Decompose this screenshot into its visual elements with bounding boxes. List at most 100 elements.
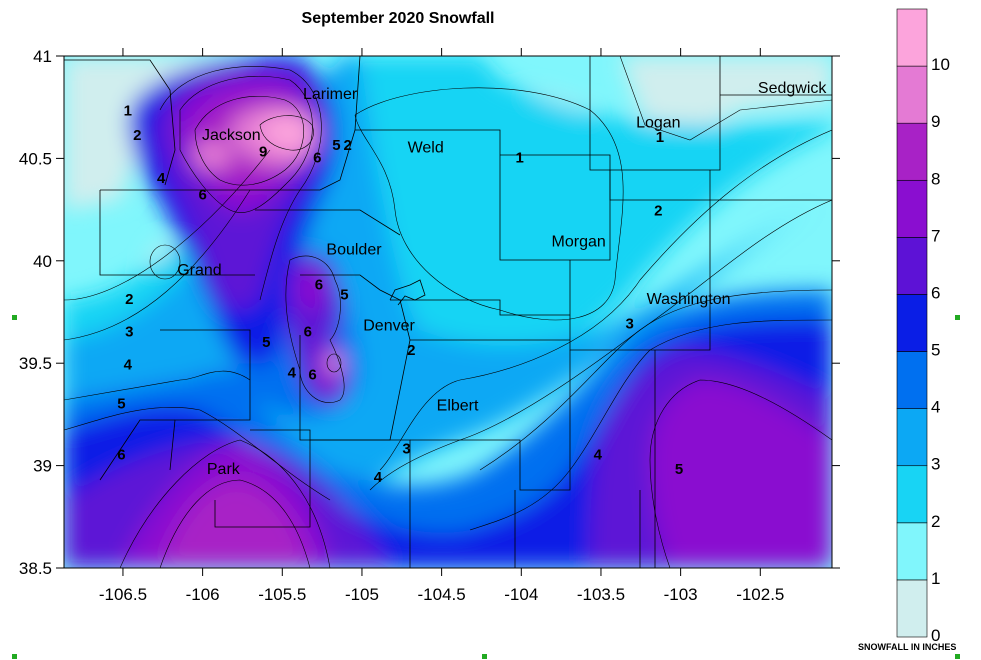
handle-marker: [955, 315, 960, 320]
contour-line: [64, 189, 251, 341]
level-9-region: [192, 140, 232, 170]
contour-label: 5: [117, 395, 125, 412]
legend-tick-label: 0: [931, 626, 940, 645]
county-label: Jackson: [202, 127, 261, 144]
county-line: [589, 56, 721, 171]
handle-marker: [12, 654, 17, 659]
county-label: Weld: [408, 139, 444, 156]
legend-tick-label: 1: [931, 569, 940, 588]
contour-label: 3: [125, 324, 133, 341]
y-axis: 38.5 39 39.5 40 40.5 4 1: [19, 47, 840, 578]
county-boundaries: [64, 56, 832, 568]
handle-marker: [955, 654, 960, 659]
y-tick-label: 38.5: [19, 559, 52, 578]
map-title: September 2020 Snowfall: [302, 10, 495, 27]
contour-label: 1: [656, 129, 664, 146]
county-line: [569, 170, 711, 351]
county-line: [255, 209, 401, 236]
contour-lines: [64, 56, 832, 568]
county-label: Boulder: [326, 242, 382, 259]
contour-line: [119, 439, 331, 568]
county-label: Park: [207, 461, 241, 478]
contour-label: 2: [343, 137, 351, 154]
contour-line: [64, 407, 331, 501]
contour-label: 2: [133, 127, 141, 144]
level-10-region: [327, 354, 341, 372]
contour-label: 2: [407, 342, 415, 359]
legend-swatch: [896, 294, 928, 352]
x-tick-label: -103.5: [577, 585, 625, 604]
contour-line: [379, 129, 832, 471]
legend-swatch: [896, 351, 928, 409]
legend-swatch: [896, 122, 928, 181]
contour-line: [285, 255, 345, 403]
contour-label: 2: [654, 203, 662, 220]
legend-swatch: [896, 522, 928, 581]
contour-label: 4: [594, 446, 603, 463]
county-line: [64, 59, 176, 186]
y-tick-label: 40: [33, 252, 52, 271]
county-label: Larimer: [303, 86, 358, 103]
handle-marker: [12, 315, 17, 320]
level-7-region: [650, 380, 832, 568]
contour-label: 5: [262, 334, 270, 351]
y-tick-label: 39.5: [19, 354, 52, 373]
contour-line: [159, 66, 322, 301]
county-label: Denver: [363, 317, 415, 334]
contour-line: [64, 149, 271, 301]
contour-line: [479, 289, 832, 471]
contour-line: [194, 95, 305, 186]
county-line: [310, 439, 411, 568]
legend-tick-label: 7: [931, 226, 940, 245]
legend-tick-label: 8: [931, 169, 940, 188]
county-line: [100, 56, 361, 191]
contour-label: 4: [157, 170, 166, 187]
legend-swatch: [896, 408, 928, 467]
contour-label: 6: [198, 186, 206, 203]
level-0-region: [64, 56, 250, 210]
contour-label: 3: [625, 315, 633, 332]
level-3-region: [64, 56, 832, 510]
y-tick-label: 39: [33, 457, 52, 476]
contour-label: 6: [117, 446, 125, 463]
y-tick-label: 40.5: [19, 149, 52, 168]
contour-label: 6: [315, 276, 323, 293]
county-label: Sedgwick: [758, 80, 827, 97]
x-tick-label: -105: [345, 585, 379, 604]
contour-line: [326, 353, 342, 373]
county-line: [389, 279, 426, 306]
contour-label: 4: [124, 356, 133, 373]
x-axis: -106.5-106-105.5-105-104.5-104-103.5-103…: [99, 48, 784, 604]
county-line: [160, 329, 251, 471]
county-labels: JacksonLarimerWeldLoganSedgwickMorganGra…: [177, 80, 827, 478]
level-10-region: [260, 115, 314, 151]
contour-label: 4: [288, 365, 297, 382]
county-label: Elbert: [437, 397, 479, 414]
legend-swatch: [896, 65, 928, 124]
contour-line: [369, 199, 832, 491]
legend-tick-label: 9: [931, 112, 940, 131]
contour-line: [649, 379, 832, 568]
contour-line: [159, 479, 311, 568]
county-label: Washington: [647, 291, 731, 308]
x-tick-label: -104: [504, 585, 538, 604]
county-line: [300, 274, 411, 341]
legend-tick-label: 10: [931, 55, 950, 74]
legend-swatch: [896, 465, 928, 524]
contour-label: 2: [125, 291, 133, 308]
x-tick-label: -102.5: [736, 585, 784, 604]
contour-label: 3: [402, 440, 410, 457]
plot-frame: [63, 55, 833, 569]
legend-swatch: [896, 179, 928, 238]
contour-line: [469, 319, 832, 531]
x-tick-label: -106: [186, 585, 220, 604]
level-8-region: [160, 480, 310, 568]
handle-marker: [482, 654, 487, 659]
legend-tick-label: 4: [931, 398, 940, 417]
x-tick-label: -105.5: [258, 585, 306, 604]
county-line: [99, 190, 255, 276]
contour-label: 4: [374, 469, 383, 486]
